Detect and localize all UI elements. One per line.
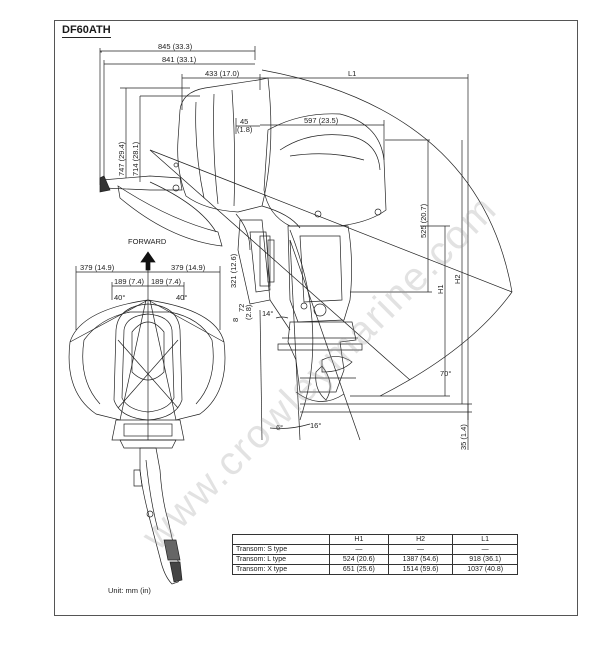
dim-845: 845 (33.3): [158, 42, 193, 51]
row-label: Transom: X type: [232, 564, 330, 575]
angle-40-right: 40°: [176, 293, 187, 302]
table-row: Transom: S type — — —: [232, 544, 518, 555]
dim-321: 321 (12.6): [229, 253, 238, 288]
dim-189-right: 189 (7.4): [151, 277, 182, 286]
table-row: Transom: L type 524 (20.6) 1387 (54.6) 9…: [232, 554, 518, 565]
dim-small: 8: [231, 318, 240, 322]
model-title: DF60ATH: [62, 24, 111, 38]
cell-l1: 1037 (40.8): [452, 564, 518, 575]
dim-379-left: 379 (14.9): [80, 263, 115, 272]
cell-l1: —: [452, 544, 518, 555]
transom-spec-table: H1 H2 L1 Transom: S type — — — Transom: …: [232, 534, 518, 575]
angle-40-left: 40°: [114, 293, 125, 302]
angle-6: 6°: [276, 423, 283, 432]
top-dimension-lines: [99, 46, 469, 420]
dim-841: 841 (33.1): [162, 55, 197, 64]
dim-747: 747 (29.4): [117, 141, 126, 176]
dim-l1: L1: [348, 69, 356, 78]
dim-45-in: (1.8): [237, 125, 253, 134]
row-label: Transom: L type: [232, 554, 330, 565]
top-view-engine: [68, 262, 226, 585]
right-vertical-dimensions: [300, 139, 472, 450]
angle-70: 70°: [440, 369, 451, 378]
angle-14: 14°: [262, 309, 273, 318]
dim-379-right: 379 (14.9): [171, 263, 206, 272]
dim-h1: H1: [436, 284, 445, 294]
dim-597: 597 (23.5): [304, 116, 339, 125]
cell-h2: 1387 (54.6): [387, 554, 454, 565]
dim-45: 45: [240, 117, 248, 126]
dim-525: 525 (20.7): [419, 203, 428, 238]
side-view-engine: [99, 77, 387, 402]
table-header-h2: H2: [387, 534, 454, 545]
cell-h2: —: [387, 544, 454, 555]
trim-angle-marks: [259, 299, 311, 441]
dim-35: 35 (1.4): [459, 424, 468, 450]
dim-433: 433 (17.0): [205, 69, 240, 78]
table-header-l1: L1: [452, 534, 518, 545]
tilt-range-arcs: [149, 69, 513, 441]
dim-714: 714 (28.1): [131, 141, 140, 176]
dim-h2: H2: [453, 274, 462, 284]
cell-h1: 524 (20.6): [329, 554, 389, 565]
cell-h2: 1514 (59.6): [387, 564, 454, 575]
forward-arrow: [140, 251, 156, 271]
cell-h1: —: [329, 544, 389, 555]
dim-189-left: 189 (7.4): [114, 277, 145, 286]
table-header-row: H1 H2 L1: [232, 534, 518, 545]
left-vertical-dimensions: [125, 88, 141, 182]
table-header-h1: H1: [329, 534, 389, 545]
table-row: Transom: X type 651 (25.6) 1514 (59.6) 1…: [232, 564, 518, 575]
angle-16: 16°: [310, 421, 321, 430]
unit-note: Unit: mm (in): [108, 586, 151, 595]
row-label: Transom: S type: [232, 544, 330, 555]
dim-72-in: (2.8): [244, 304, 253, 320]
table-header-blank: [232, 534, 330, 545]
dimension-labels: 845 (33.3) 841 (33.1) 433 (17.0) L1 45 (…: [80, 42, 468, 450]
forward-label: FORWARD: [128, 237, 167, 246]
cell-h1: 651 (25.6): [329, 564, 389, 575]
cell-l1: 918 (36.1): [452, 554, 518, 565]
dim-72: 72: [237, 304, 246, 312]
